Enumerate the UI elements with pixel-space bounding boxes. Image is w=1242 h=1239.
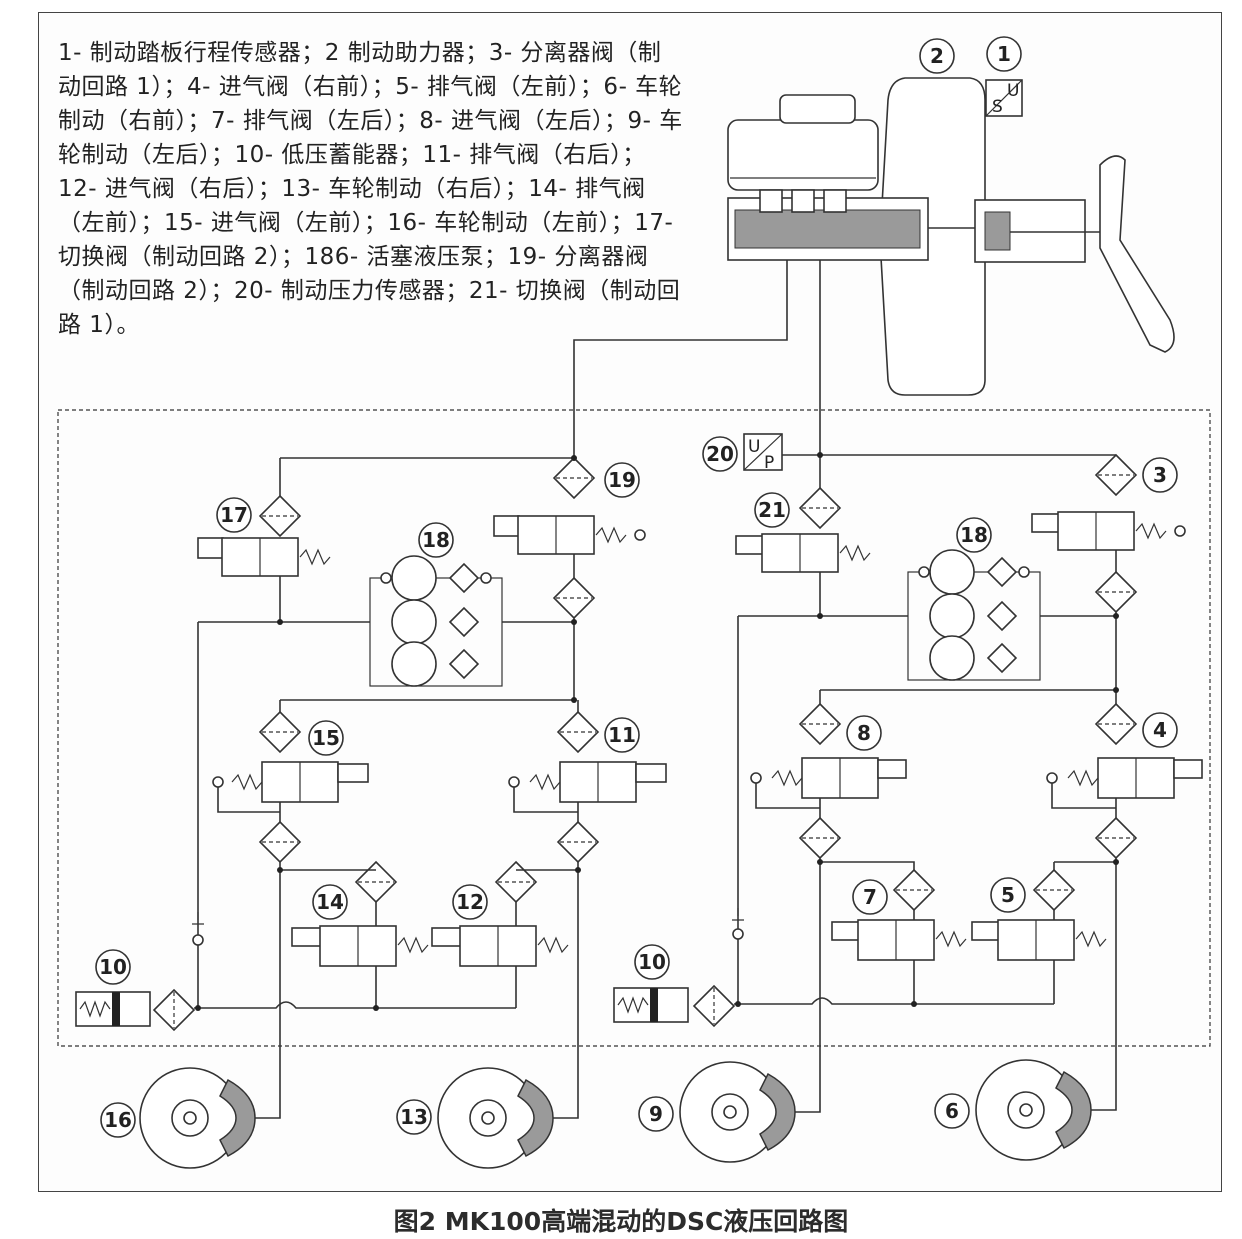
label-9: 9 bbox=[649, 1102, 663, 1126]
pump-18-right bbox=[907, 549, 1041, 681]
label-3: 3 bbox=[1153, 463, 1167, 487]
label-7: 7 bbox=[863, 885, 877, 909]
legend-text: 1- 制动踏板行程传感器；2 制动助力器；3- 分离器阀（制动回路 1）；4- … bbox=[58, 40, 683, 338]
label-5: 5 bbox=[1001, 883, 1015, 907]
brake-booster-assembly: S U bbox=[727, 77, 1175, 396]
line-circuit2-supply bbox=[573, 260, 788, 458]
label-13: 13 bbox=[400, 1105, 428, 1129]
hcu-boundary bbox=[57, 409, 1211, 1047]
sensor1-s-label: S bbox=[992, 97, 1003, 117]
label-17: 17 bbox=[220, 503, 248, 527]
brake-booster bbox=[879, 77, 986, 396]
wheel-brake-6 bbox=[975, 1059, 1092, 1161]
reservoir-cap bbox=[779, 94, 856, 124]
component-labels: 2 1 17 19 18 20 21 3 18 15 11 8 4 14 12 … bbox=[95, 36, 1178, 1138]
sensor20-u-label: U bbox=[748, 437, 760, 457]
sensor1-u-label: U bbox=[1007, 81, 1019, 101]
label-15: 15 bbox=[312, 726, 340, 750]
label-1: 1 bbox=[997, 42, 1011, 66]
wheel-brake-16 bbox=[139, 1067, 256, 1169]
label-16: 16 bbox=[104, 1108, 132, 1132]
label-12: 12 bbox=[456, 890, 484, 914]
label-11: 11 bbox=[608, 723, 636, 747]
label-10-right: 10 bbox=[638, 950, 666, 974]
label-20: 20 bbox=[706, 442, 734, 466]
label-21: 21 bbox=[758, 498, 786, 522]
label-18-left: 18 bbox=[422, 528, 450, 552]
sensor20-p-label: P bbox=[764, 453, 774, 473]
figure-caption: 图2 MK100高端混动的DSC液压回路图 bbox=[393, 1207, 849, 1236]
label-6: 6 bbox=[945, 1099, 959, 1123]
wheel-brake-13 bbox=[437, 1067, 554, 1169]
label-2: 2 bbox=[930, 44, 944, 68]
brake-pedal bbox=[1099, 155, 1175, 353]
wheel-brake-9 bbox=[679, 1061, 796, 1163]
fluid-reservoir bbox=[727, 119, 879, 191]
label-8: 8 bbox=[857, 721, 871, 745]
pump-18-left bbox=[369, 555, 503, 687]
label-19: 19 bbox=[608, 468, 636, 492]
label-10-left: 10 bbox=[99, 955, 127, 979]
label-4: 4 bbox=[1153, 718, 1167, 742]
label-18-right: 18 bbox=[960, 523, 988, 547]
label-14: 14 bbox=[316, 890, 344, 914]
